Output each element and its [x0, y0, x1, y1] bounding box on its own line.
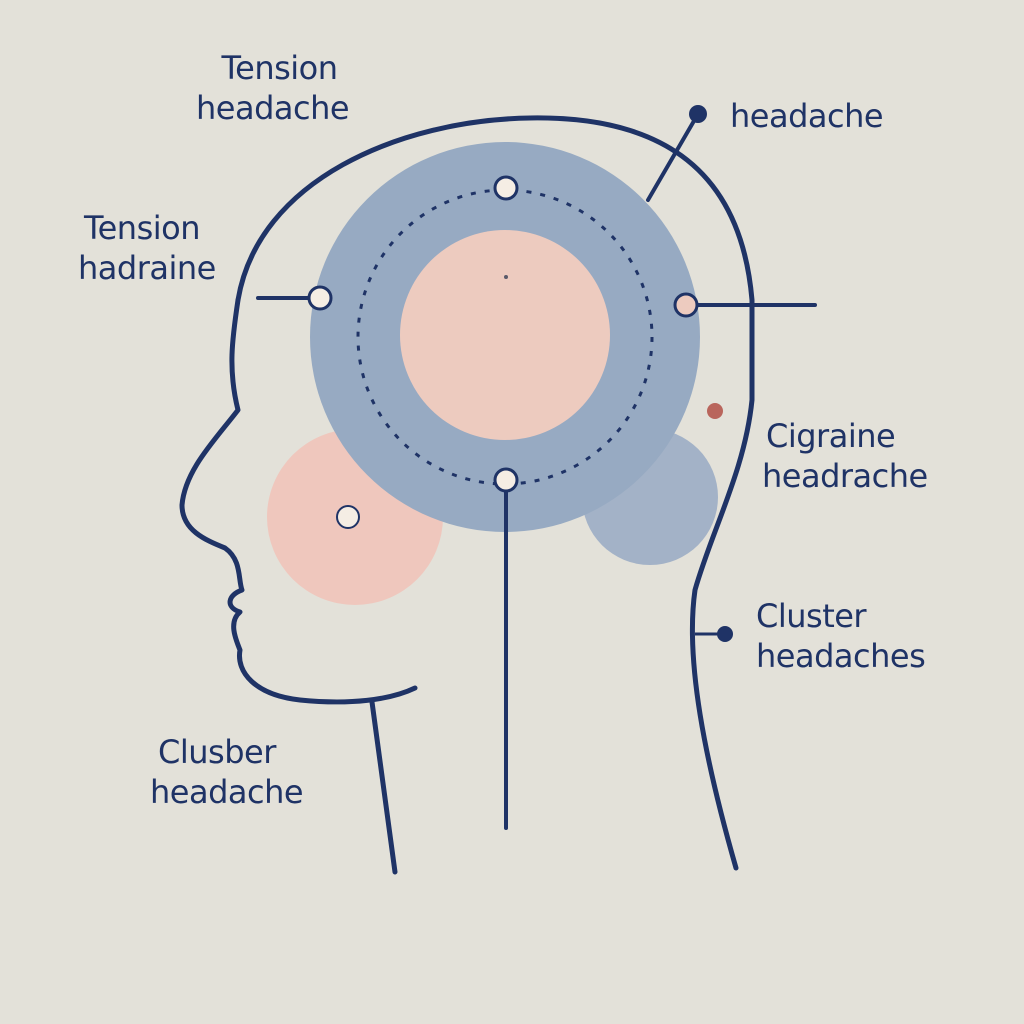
marker-top-right [689, 105, 707, 123]
label-line: Cluster [756, 597, 867, 635]
marker-ring-right [673, 292, 699, 318]
label-cluster-bottom-left: Clusber headache [150, 732, 304, 812]
label-line: hadraine [78, 249, 216, 287]
face-outline [179, 297, 418, 705]
label-cluster-right: Cluster headaches [756, 596, 926, 676]
head-outline [235, 115, 755, 871]
label-headache-top-right: headache [730, 96, 884, 136]
label-line: headache [150, 773, 304, 811]
dashed-orbit [356, 188, 654, 486]
label-line: Cigraine [766, 417, 896, 455]
marker-ring-left [307, 285, 333, 311]
label-line: Tension [221, 49, 339, 87]
center-dot [504, 275, 508, 279]
label-tension-headache-top: Tension headache [196, 48, 350, 128]
label-line: Tension [84, 209, 200, 247]
label-migraine-right: Cigraine headrache [762, 416, 928, 496]
marker-cheek [336, 505, 360, 529]
inner-disc [400, 230, 610, 440]
label-line: headache [196, 89, 350, 127]
neck-front-line [369, 699, 398, 875]
pointer-line-top-right [646, 112, 700, 202]
label-tension-left: Tension hadraine [78, 208, 216, 288]
label-line: headaches [756, 637, 926, 675]
label-line: headrache [762, 457, 928, 495]
marker-ring-bottom [493, 467, 519, 493]
marker-accent-dot [707, 403, 723, 419]
marker-ring-top [493, 175, 519, 201]
label-line: headache [730, 97, 884, 135]
label-line: Clusber [158, 733, 276, 771]
